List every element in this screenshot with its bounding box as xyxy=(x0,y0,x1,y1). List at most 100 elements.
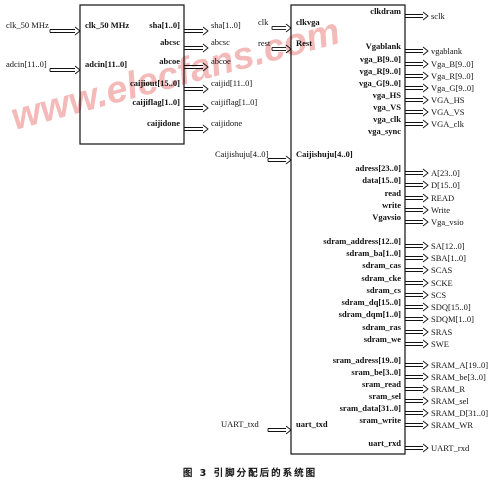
right-ext-output-swe: SWE xyxy=(431,339,449,349)
right-input-pin-uart-txd xyxy=(267,425,292,435)
right-ext-output-sclk: sclk xyxy=(431,11,445,21)
right-block xyxy=(290,4,406,455)
right-output-pin-sram-sel xyxy=(404,396,429,406)
right-ext-output-d-15-0: D[15..0] xyxy=(431,180,460,190)
right-ext-output-vga-vsio: Vga_vsio xyxy=(431,217,464,227)
right-output-pin-sram-be-3-0 xyxy=(404,372,429,382)
left-ext-input-adcin-11-0: adcin[11..0] xyxy=(6,59,47,69)
left-port-sha-1-0: sha[1..0] xyxy=(149,20,180,30)
right-port-uart-rxd: uart_rxd xyxy=(368,438,401,448)
right-ext-output-sba-1-0: SBA[1..0] xyxy=(431,253,466,263)
right-port-vga-r-9-0: vga_R[9..0] xyxy=(359,66,401,76)
left-ext-output-sha-1-0: sha[1..0] xyxy=(211,20,241,30)
left-port-abcsc: abcsc xyxy=(160,37,180,47)
right-input-pin-caijishuju-4-0 xyxy=(267,155,292,165)
right-ext-output-vga-g-9-0: Vga_G[9..0] xyxy=(431,83,474,93)
left-output-pin-caijidone xyxy=(183,124,209,134)
right-output-pin-write xyxy=(404,205,429,215)
right-output-pin-vgablank xyxy=(404,46,429,56)
right-port-vga-g-9-0: vga_G[9..0] xyxy=(359,78,401,88)
figure-caption: 图 3 引脚分配后的系统图 xyxy=(183,467,317,479)
right-ext-output-sram-d-31-0: SRAM_D[31..0] xyxy=(431,408,488,418)
right-port-caijishuju-4-0: Caijishuju[4..0] xyxy=(296,149,353,159)
right-port-sdram-dqm-1-0: sdram_dqm[1..0] xyxy=(339,309,402,319)
right-port-sdram-cas: sdram_cas xyxy=(362,260,401,270)
right-port-read: read xyxy=(385,188,402,198)
right-port-sram-data-31-0: sram_data[31..0] xyxy=(340,403,402,413)
right-ext-output-sdqm-1-0: SDQM[1..0] xyxy=(431,314,474,324)
right-ext-output-scas: SCAS xyxy=(431,265,453,275)
left-port-adcin-11-0: adcin[11..0] xyxy=(85,59,127,69)
right-port-sdram-cs: sdram_cs xyxy=(367,285,402,295)
right-output-pin-uart-rxd xyxy=(404,443,429,453)
right-ext-output-uart-rxd: UART_rxd xyxy=(431,443,470,453)
right-ext-output-sa-12-0: SA[12..0] xyxy=(431,241,465,251)
right-ext-output-a-23-0: A[23..0] xyxy=(431,168,460,178)
left-output-pin-sha-1-0 xyxy=(183,26,209,36)
left-output-pin-abcsc xyxy=(183,43,209,53)
right-output-pin-data-15-0 xyxy=(404,180,429,190)
left-port-clk-50-mhz: clk_50 MHz xyxy=(85,20,129,30)
right-ext-output-sram-a-19-0: SRAM_A[19..0] xyxy=(431,360,488,370)
left-output-pin-caijiout-15-0 xyxy=(183,84,209,94)
right-port-vgablank: Vgablank xyxy=(366,41,402,51)
right-output-pin-clkdram xyxy=(404,11,429,21)
left-output-pin-abcoe xyxy=(183,62,209,72)
right-output-pin-vga-hs xyxy=(404,95,429,105)
right-ext-output-sram-sel: SRAM_sel xyxy=(431,396,469,406)
right-port-sdram-address-12-0: sdram_address[12..0] xyxy=(323,236,401,246)
right-output-pin-vga-vs xyxy=(404,107,429,117)
right-input-pin-clk xyxy=(271,23,292,33)
right-port-sdram-ras: sdram_ras xyxy=(362,322,401,332)
right-ext-output-sras: SRAS xyxy=(431,327,453,337)
right-port-vga-vs: vga_VS xyxy=(373,102,401,112)
right-output-pin-sdram-dqm-1-0 xyxy=(404,314,429,324)
left-block xyxy=(79,4,185,145)
left-ext-output-abcoe: abcoe xyxy=(211,56,231,66)
right-port-vga-hs: vga_HS xyxy=(373,90,402,100)
right-ext-output-sram-be-3-0: SRAM_be[3..0] xyxy=(431,372,486,382)
right-port-sram-adress-19-0: sram_adress[19..0] xyxy=(333,355,401,365)
right-port-sram-read: sram_read xyxy=(362,379,401,389)
right-output-pin-sdram-dq-15-0 xyxy=(404,302,429,312)
right-ext-output-vga-vs: VGA_VS xyxy=(431,107,465,117)
right-port-rest: Rest xyxy=(296,38,312,48)
right-output-pin-vga-r-9-0 xyxy=(404,71,429,81)
right-port-vga-b-9-0: vga_B[9..0] xyxy=(360,54,401,64)
right-ext-output-vga-b-9-0: Vga_B[9..0] xyxy=(431,59,474,69)
left-ext-output-caijiflag-1-0: caijiflag[1..0] xyxy=(211,97,257,107)
right-ext-output-vga-clk: VGA_clk xyxy=(431,119,465,129)
left-input-pin-adcin-11-0 xyxy=(49,65,81,75)
right-ext-output-scs: SCS xyxy=(431,290,446,300)
right-port-vgavsio: Vgavsio xyxy=(372,212,401,222)
right-port-sram-write: sram_write xyxy=(359,415,401,425)
right-output-pin-sdram-address-12-0 xyxy=(404,241,429,251)
right-ext-output-scke: SCKE xyxy=(431,278,453,288)
right-port-uart-txd: uart_txd xyxy=(296,419,328,429)
right-output-pin-sram-adress-19-0 xyxy=(404,360,429,370)
left-ext-output-caijidone: caijidone xyxy=(211,118,242,128)
right-ext-input-clk: clk xyxy=(258,17,269,27)
right-output-pin-sram-read xyxy=(404,384,429,394)
right-output-pin-adress-23-0 xyxy=(404,168,429,178)
right-output-pin-sdram-ba-1-0 xyxy=(404,253,429,263)
right-ext-output-sram-wr: SRAM_WR xyxy=(431,420,473,430)
right-ext-input-caijishuju-4-0: Caijishuju[4..0] xyxy=(215,149,269,159)
right-port-sdram-cke: sdram_cke xyxy=(361,273,401,283)
right-output-pin-sdram-ras xyxy=(404,327,429,337)
left-port-caijidone: caijidone xyxy=(147,118,180,128)
right-ext-output-read: READ xyxy=(431,193,454,203)
right-port-vga-clk: vga_clk xyxy=(373,114,401,124)
left-input-pin-clk-50-mhz xyxy=(49,26,81,36)
right-output-pin-sdram-cs xyxy=(404,290,429,300)
right-port-clkdram: clkdram xyxy=(370,6,401,16)
right-output-pin-vgavsio xyxy=(404,217,429,227)
right-output-pin-sram-write xyxy=(404,420,429,430)
right-output-pin-sdram-we xyxy=(404,339,429,349)
left-output-pin-caijiflag-1-0 xyxy=(183,103,209,113)
right-port-clkvga: clkvga xyxy=(296,17,320,27)
left-ext-input-clk-50-mhz: clk_50 MHz xyxy=(6,20,49,30)
right-ext-output-sdq-15-0: SDQ[15..0] xyxy=(431,302,471,312)
left-port-caijiout-15-0: caijiout[15..0] xyxy=(130,78,180,88)
